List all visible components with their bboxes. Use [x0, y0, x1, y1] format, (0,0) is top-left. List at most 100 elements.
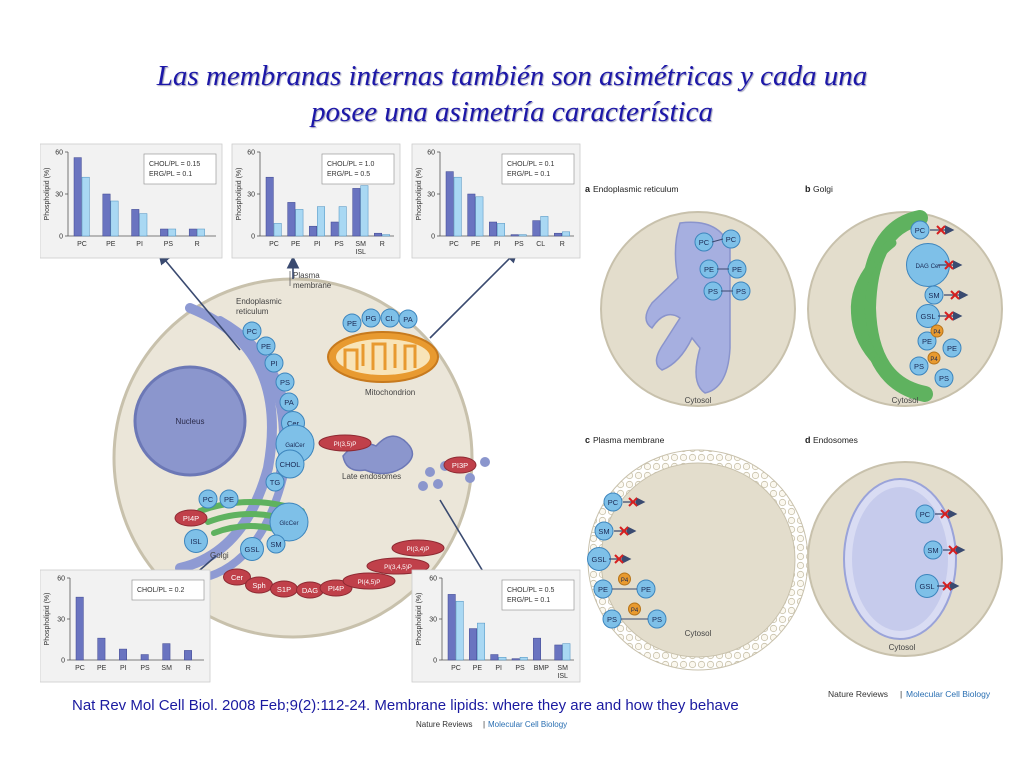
er-lipid-7-shape	[275, 449, 305, 479]
panel-c-block-1	[619, 526, 629, 536]
chart-golgi-legend-box	[131, 579, 205, 601]
er-label-line1: Endoplasmic	[236, 297, 282, 306]
panel-b-cell	[807, 211, 1003, 407]
chart-golgi-ytick-label-1: 30	[57, 617, 65, 624]
chart-pm-ytick-label-0: 0	[251, 234, 255, 241]
panel-a-lipid-inner-0-label: PC	[699, 238, 710, 247]
right-footer-sep: |	[900, 689, 902, 699]
panel-c-flip-inner-0: PE	[636, 579, 656, 599]
panel-a-lipid-outer-1-label: PE	[732, 265, 742, 274]
er-lipid-1-shape	[256, 336, 276, 356]
panel-endosomes: d Endosomes Cytosol	[805, 435, 1003, 657]
chart-golgi-xtick-3: PS	[140, 665, 150, 672]
chart-pm-bar-0-s0	[265, 176, 274, 237]
citation: Nat Rev Mol Cell Biol. 2008 Feb;9(2):112…	[72, 697, 739, 714]
chart-mito-bar-4-s1	[540, 216, 549, 237]
chart-endosome-xtick-5-line2: ISL	[557, 673, 568, 680]
panel-c-cytosol: Cytosol	[685, 629, 712, 638]
chart-mito-legend-line-0: CHOL/PL = 0.1	[507, 161, 555, 168]
chart-golgi-xtick-1: PE	[97, 665, 107, 672]
panel-d-lipid-1: SM	[923, 540, 943, 560]
mito-lipid-1-shape	[361, 308, 381, 328]
panel-b-lipid-3-label: GSL	[920, 312, 935, 321]
panel-b-lipid-5-shape	[909, 356, 929, 376]
panel-b-block-3	[944, 311, 954, 321]
chart-endosome-legend-line-1: ERG/PL = 0.1	[507, 597, 550, 604]
panel-c-blocked-lipid-1: SM	[594, 521, 614, 541]
mito-label: Mitochondrion	[365, 388, 415, 397]
pm-red-lipid-0-shape	[223, 568, 251, 586]
chart-er-bar-0-s1	[81, 176, 90, 237]
panel-c-block-0	[628, 497, 638, 507]
panel-b-right-lipid-0: PE	[942, 338, 962, 358]
golgi-bottom-lipid-0: ISL	[184, 529, 208, 553]
chart-er-ytick-label-0: 0	[59, 234, 63, 241]
endo-pi3p: PI3P	[443, 456, 477, 474]
pm-label-line2: membrane	[293, 281, 332, 290]
left-footer-journal: Nature Reviews	[416, 720, 472, 729]
er-lipid-4-shape	[279, 392, 299, 412]
chart-er-bar-2-s1	[139, 213, 148, 237]
pm-red-lipid-5-shape	[342, 572, 396, 590]
er-lipid-6-label: GalCer	[285, 442, 305, 449]
panel-d-lipid-1-label: SM	[927, 546, 938, 555]
panel-b-lipid-2-shape	[924, 285, 944, 305]
panel-c-flip-inner-0-label: PE	[641, 585, 651, 594]
panel-a-lipid-inner-1: PE	[699, 259, 719, 279]
chart-pm-bar-3-s1	[338, 206, 347, 237]
golgi-bottom-lipid-0-shape	[184, 529, 208, 553]
chart-golgi-xtick-2: PI	[120, 665, 127, 672]
golgi-bottom-lipid-0-label: ISL	[190, 537, 201, 546]
golgi-label: Golgi	[210, 551, 229, 560]
chart-pm-legend-line-1: ERG/PL = 0.5	[327, 171, 370, 178]
chart-golgi-bar-5-s0	[184, 650, 192, 661]
mito-lipid-0: PE	[342, 313, 362, 333]
mito-lipid-3-label: PA	[403, 315, 412, 324]
er-lipid-5-label: Cer	[287, 419, 300, 428]
left-footer-sep: |	[483, 720, 485, 729]
chart-pm-xtick-4-line2: ISL	[355, 249, 366, 256]
panel-b-lipid-4: PE	[917, 331, 937, 351]
chart-mito-bar-0-s0	[445, 171, 454, 237]
golgi-right-lipid-1-label: SM	[270, 540, 281, 549]
chart-mito-bar-5-s1	[562, 231, 570, 237]
chart-pm-bar-1-s0	[287, 202, 296, 237]
chart-endosome-xtick-3: PS	[515, 665, 525, 672]
pm-red-lipid-1-label: Sph	[252, 581, 265, 590]
chart-endosome-xtick-5: SM	[557, 665, 568, 672]
chart-endosome-xtick-4: BMP	[534, 665, 550, 672]
panel-b-lipid-0: PC	[910, 220, 930, 240]
golgi-right-lipid-1: SM	[266, 534, 286, 554]
nucleus-label: Nucleus	[176, 417, 205, 426]
er-lipid-3-label: PS	[280, 378, 290, 387]
panel-c-blocked-lipid-0-label: PC	[608, 498, 619, 507]
right-footer-journal: Nature Reviews	[828, 689, 888, 699]
panel-b-lipid-4-label: PE	[922, 337, 932, 346]
panel-d-cytosol: Cytosol	[889, 643, 916, 652]
panel-c-p4-0-shape	[618, 572, 631, 586]
panel-b-right-lipid-1-label: PS	[939, 374, 949, 383]
mito-lipid-1: PG	[361, 308, 381, 328]
panel-c-flip-outer-0-label: PE	[598, 585, 608, 594]
chart-er-bar-4-s0	[188, 228, 197, 237]
panel-b-title: Golgi	[813, 184, 833, 194]
panel-b-right-lipid-0-shape	[942, 338, 962, 358]
slide-title: Las membranas internas también son asimé…	[0, 58, 1024, 130]
panel-a-lipid-outer-2: PS	[731, 281, 751, 301]
chart-pm-bar-2-s1	[317, 206, 325, 237]
mito-lipid-3-shape	[398, 309, 418, 329]
golgi-top-lipid-0-label: PC	[203, 495, 214, 504]
chart-golgi-ytick-label-0: 0	[61, 658, 65, 665]
figure-svg: Nucleus Endoplasmic reticulum Plasma mem…	[40, 143, 1003, 729]
golgi-top-lipid-1: PE	[219, 489, 239, 509]
chart-er-xtick-0: PC	[77, 241, 87, 248]
chart-pm-ylabel: Phospholipid (%)	[236, 168, 243, 221]
panel-c-p4-1: P4	[628, 602, 641, 616]
chart-endosome-legend-line-0: CHOL/PL = 0.5	[507, 587, 555, 594]
panel-d-lipid-2: GSL	[915, 574, 939, 598]
arrow-to-mito-chart	[429, 249, 519, 339]
er-lipid-7-label: CHOL	[280, 460, 301, 469]
chart-mito-legend-box	[501, 153, 575, 185]
